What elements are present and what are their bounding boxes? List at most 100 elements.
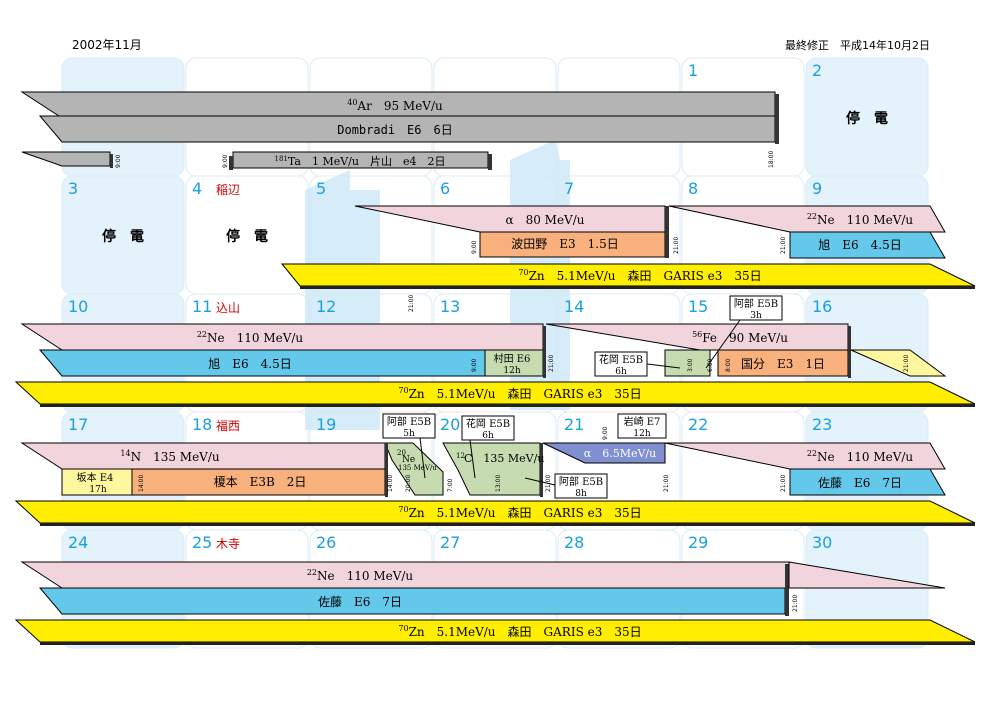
sato-user-label: 佐藤 E6 7日 bbox=[318, 595, 402, 609]
hanaoka-duration: 6h bbox=[615, 367, 627, 377]
enomoto-user-label: 榎本 E3B 2日 bbox=[214, 474, 307, 489]
abe2-user: 阿部 E5B bbox=[559, 475, 603, 488]
zn-mass-number: 70 bbox=[398, 505, 408, 514]
n-mass-number: 14 bbox=[120, 449, 130, 458]
day-number: 11 bbox=[192, 297, 212, 316]
abe-duration: 3h bbox=[750, 311, 762, 321]
hanaoka-user: 花岡 E5B bbox=[599, 353, 643, 366]
day-number: 17 bbox=[68, 415, 88, 434]
ta-mass-number: 181 bbox=[275, 155, 288, 163]
day-number: 24 bbox=[68, 533, 88, 552]
day-number: 12 bbox=[316, 297, 336, 316]
ar-mass-number: 40 bbox=[347, 98, 357, 107]
day-number: 26 bbox=[316, 533, 336, 552]
time-label: 18:00 bbox=[768, 151, 775, 168]
power-outage-label: 停 電 bbox=[226, 228, 268, 245]
time-label: 21:00 bbox=[903, 355, 910, 372]
day-number: 1 bbox=[688, 61, 698, 80]
time-label: 9:00 bbox=[471, 240, 478, 254]
day-number: 20 bbox=[440, 415, 460, 434]
duty-name: 木寺 bbox=[216, 537, 240, 551]
duty-name: 福西 bbox=[216, 418, 240, 433]
sakamoto-user: 坂本 E4 bbox=[77, 471, 114, 484]
time-label: 21:00 bbox=[545, 475, 552, 492]
day-number: 18 bbox=[192, 415, 212, 434]
zn-beam-label: Zn 5.1MeV/u 森田 GARIS e3 35日 bbox=[409, 386, 642, 401]
kokubun-user-label: 国分 E3 1日 bbox=[741, 357, 825, 371]
svg-text:70Zn 5.1MeV/u 森田 GARIS e3 35日: 70Zn 5.1MeV/u 森田 GARIS e3 35日 bbox=[398, 386, 641, 401]
svg-text:22Ne 110 MeV/u: 22Ne 110 MeV/u bbox=[807, 212, 914, 227]
week2-bars: α 80 MeV/u 波田野 E3 1.5日 22Ne 110 MeV/u 旭 … bbox=[280, 205, 976, 312]
alpha-user-label: 波田野 E3 1.5日 bbox=[511, 237, 618, 251]
n-beam-label: N 135 MeV/u bbox=[131, 450, 220, 464]
time-label: 21:00 bbox=[673, 237, 680, 254]
svg-text:14N 135 MeV/u: 14N 135 MeV/u bbox=[120, 449, 220, 464]
abe1-user: 阿部 E5B bbox=[387, 415, 431, 428]
day-number: 22 bbox=[688, 415, 708, 434]
zn-beam-label: Zn 5.1MeV/u 森田 GARIS e3 35日 bbox=[529, 268, 762, 283]
svg-text:22Ne 110 MeV/u: 22Ne 110 MeV/u bbox=[807, 449, 914, 464]
day-number: 9 bbox=[812, 179, 822, 198]
svg-text:40Ar 95 MeV/u: 40Ar 95 MeV/u bbox=[347, 98, 443, 113]
zn-beam-label: Zn 5.1MeV/u 森田 GARIS e3 35日 bbox=[409, 624, 642, 639]
day-number: 6 bbox=[440, 179, 450, 198]
week4-bars: 14N 135 MeV/u 坂本 E4 17h 榎本 E3B 2日 20 Ne … bbox=[14, 413, 976, 526]
svg-text:70Zn 5.1MeV/u 森田 GARIS e3 35日: 70Zn 5.1MeV/u 森田 GARIS e3 35日 bbox=[518, 268, 761, 283]
iwasaki-user: 岩崎 E7 bbox=[624, 415, 661, 428]
time-label: 20:00 bbox=[405, 475, 412, 492]
day-number: 14 bbox=[564, 297, 584, 316]
zn-beam-label: Zn 5.1MeV/u 森田 GARIS e3 35日 bbox=[409, 505, 642, 520]
sato-user-label: 佐藤 E6 7日 bbox=[818, 476, 902, 490]
time-label: 7:00 bbox=[447, 478, 454, 492]
ar-user-label: Dombradi E6 6日 bbox=[337, 123, 452, 137]
ne20-beam: Ne bbox=[402, 455, 415, 465]
svg-text:70Zn 5.1MeV/u 森田 GARIS e3 35日: 70Zn 5.1MeV/u 森田 GARIS e3 35日 bbox=[398, 624, 641, 639]
power-outage-label: 停 電 bbox=[846, 110, 888, 127]
ne-mass-number: 22 bbox=[197, 330, 207, 339]
zn-mass-number: 70 bbox=[518, 268, 528, 277]
day-number: 16 bbox=[812, 297, 832, 316]
calendar-cell bbox=[805, 529, 929, 649]
ne-beam-label: Ne 110 MeV/u bbox=[817, 450, 913, 464]
week5-bars: 22Ne 110 MeV/u 佐藤 E6 7日 70Zn 5.1MeV/u 森田… bbox=[14, 561, 976, 645]
hanaoka2-user: 花岡 E5B bbox=[466, 417, 510, 430]
time-label: 8:00 bbox=[725, 358, 732, 372]
week3-bars: 22Ne 110 MeV/u 旭 E6 4.5日 村田 E6 12h 56Fe … bbox=[14, 295, 976, 407]
ne-mass-number: 22 bbox=[307, 568, 317, 577]
power-outage-label: 停 電 bbox=[102, 228, 144, 245]
svg-text:22Ne 110 MeV/u: 22Ne 110 MeV/u bbox=[307, 568, 414, 583]
day-number: 2 bbox=[812, 61, 822, 80]
time-label: 9:00 bbox=[115, 154, 122, 168]
day-number: 27 bbox=[440, 533, 460, 552]
time-label: 3:00 bbox=[687, 358, 694, 372]
day-number: 10 bbox=[68, 297, 88, 316]
abe2-duration: 8h bbox=[575, 489, 587, 499]
time-label: 21:00 bbox=[780, 237, 787, 254]
iwasaki-duration: 12h bbox=[633, 429, 650, 439]
c-beam-label: C 135 MeV/u bbox=[464, 452, 544, 465]
sakamoto-duration: 17h bbox=[89, 485, 106, 495]
time-label: 13:00 bbox=[495, 475, 502, 492]
time-label: 14:00 bbox=[387, 475, 394, 492]
svg-text:181Ta 1 MeV/u 片山 e4 2日: 181Ta 1 MeV/u 片山 e4 2日 bbox=[275, 155, 446, 168]
ar-beam-label: Ar 95 MeV/u bbox=[356, 99, 443, 113]
day-number: 19 bbox=[316, 415, 336, 434]
zn-mass-number: 70 bbox=[398, 386, 408, 395]
time-label: 9:00 bbox=[222, 154, 229, 168]
day-number: 28 bbox=[564, 533, 584, 552]
ne20-mass-number: 20 bbox=[397, 449, 406, 457]
time-label: 14:00 bbox=[138, 475, 145, 492]
svg-text:70Zn 5.1MeV/u 森田 GARIS e3 35日: 70Zn 5.1MeV/u 森田 GARIS e3 35日 bbox=[398, 505, 641, 520]
time-label: 21:00 bbox=[792, 595, 799, 612]
ne-beam-label: Ne 110 MeV/u bbox=[207, 331, 303, 345]
last-modified: 最終修正 平成14年10月2日 bbox=[785, 39, 930, 52]
murata-user: 村田 E6 bbox=[494, 352, 531, 365]
ne-beam-label: Ne 110 MeV/u bbox=[317, 569, 413, 583]
time-label: 21:00 bbox=[780, 475, 787, 492]
day-number: 4 bbox=[192, 179, 202, 198]
fe-mass-number: 56 bbox=[692, 330, 702, 339]
time-label: 9:00 bbox=[471, 358, 478, 372]
day-number: 13 bbox=[440, 297, 460, 316]
